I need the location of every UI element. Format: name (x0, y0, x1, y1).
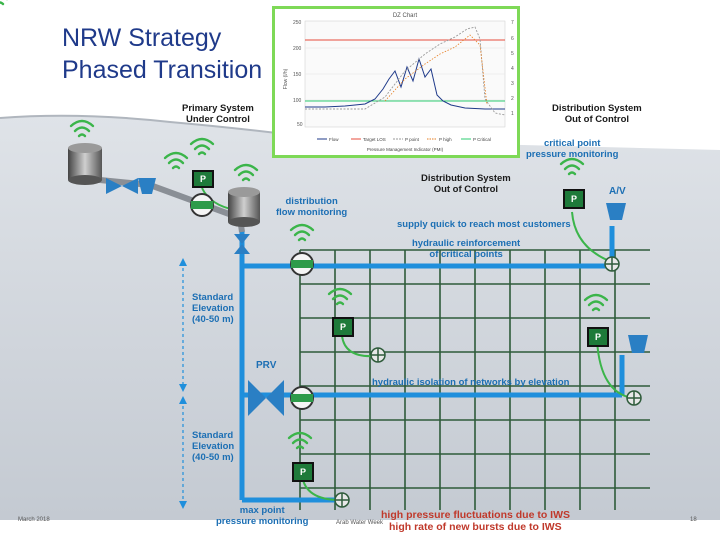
wifi-icon (163, 151, 189, 170)
label-primary-system: Primary System Under Control (182, 103, 254, 125)
inset-chart-xlabel: Pressure Management Indicator (PMI) (367, 147, 444, 152)
footer-date: March 2018 (18, 517, 50, 523)
label-hydraulic-isolation: hydraulic isolation of networks by eleva… (372, 377, 570, 388)
sensor-cup-av (606, 203, 626, 220)
label-distribution-out-mid: Distribution System Out of Control (421, 173, 511, 195)
wire-critical (571, 211, 613, 263)
footer-page-number: 18 (690, 517, 697, 523)
main-pipes (239, 226, 625, 503)
inset-chart: DZ Chart Flow (l/h) 250 200 150 100 50 7 6 5 4 3… (272, 6, 520, 158)
label-prv: PRV (256, 360, 277, 371)
label-standard-elevation-1: Standard Elevation (40-50 m) (192, 292, 235, 325)
label-high-bursts: high rate of new bursts due to IWS (389, 521, 562, 533)
label-standard-elevation-2: Standard Elevation (40-50 m) (192, 430, 235, 463)
legend-item: P Critical (473, 137, 491, 142)
label-supply-quick: supply quick to reach most customers (397, 219, 571, 230)
flow-meter-prv (290, 386, 314, 410)
gate-valve-top (106, 178, 138, 194)
legend-item: P point (405, 137, 420, 142)
label-distribution-out-top: Distribution System Out of Control (552, 103, 642, 125)
footer-center: Arab Water Week (336, 520, 384, 526)
gate-valve-mid (234, 234, 250, 254)
label-max-point: max point pressure monitoring (216, 505, 309, 527)
pressure-meter-right: P (587, 327, 609, 347)
legend-item: Flow (329, 137, 339, 142)
svg-text:7: 7 (511, 20, 514, 26)
svg-text:150: 150 (293, 72, 302, 78)
wifi-icon (233, 163, 259, 182)
label-high-pressure: high pressure fluctuations due to IWS (381, 509, 571, 521)
junction-1 (604, 256, 620, 272)
pressure-meter-critical: P (563, 189, 585, 209)
wire-mid (341, 335, 376, 358)
label-av: A/V (609, 186, 626, 197)
svg-text:6: 6 (511, 36, 514, 42)
svg-text:3: 3 (511, 81, 514, 87)
elevation-arrow-2 (179, 396, 187, 509)
junction-4 (334, 492, 350, 508)
pressure-meter-top: P (192, 170, 214, 188)
junction-3 (626, 390, 642, 406)
wifi-icon (289, 223, 315, 242)
svg-text:1: 1 (511, 111, 514, 117)
junction-2 (370, 347, 386, 363)
pressure-meter-bottom: P (292, 462, 314, 482)
wifi-icon (559, 157, 585, 176)
wifi-icon (69, 119, 95, 138)
flow-series (305, 57, 505, 110)
inset-chart-ylabel: Flow (l/h) (283, 68, 289, 89)
svg-text:4: 4 (511, 66, 514, 72)
svg-text:50: 50 (297, 122, 303, 128)
legend-item: P high (439, 137, 452, 142)
inset-chart-title: DZ Chart (393, 13, 418, 19)
svg-text:100: 100 (293, 98, 302, 104)
wifi-icon (327, 287, 353, 306)
sensor-cup-right (628, 335, 648, 353)
elevation-arrow-1 (179, 258, 187, 392)
sensor-cup-top (138, 178, 156, 194)
label-critical-point: critical point pressure monitoring (526, 138, 619, 160)
pressure-high-series (384, 34, 488, 106)
inset-chart-svg: DZ Chart Flow (l/h) 250 200 150 100 50 7 6 5 4 3… (283, 13, 514, 152)
svg-text:2: 2 (511, 96, 514, 102)
flow-meter-top (190, 193, 214, 217)
primary-tank (68, 143, 102, 185)
secondary-tank (228, 187, 260, 227)
svg-text:5: 5 (511, 51, 514, 57)
slide-title-line2: Phased Transition (62, 56, 263, 84)
svg-text:200: 200 (293, 46, 302, 52)
label-hydraulic-reinforcement: hydraulic reinforcement of critical poin… (412, 238, 521, 260)
wifi-icon (583, 293, 609, 312)
slide-title-line1: NRW Strategy (62, 24, 222, 52)
legend-item: Target LOS (363, 137, 386, 142)
prv-valve (248, 380, 284, 416)
flow-meter-mid (290, 252, 314, 276)
label-distribution-flow: distribution flow monitoring (276, 196, 348, 218)
wire-right (596, 339, 633, 399)
pressure-series (305, 26, 506, 116)
wifi-icon (189, 137, 215, 156)
pressure-meter-mid: P (332, 317, 354, 337)
svg-text:250: 250 (293, 20, 302, 26)
wifi-icon (287, 431, 313, 450)
